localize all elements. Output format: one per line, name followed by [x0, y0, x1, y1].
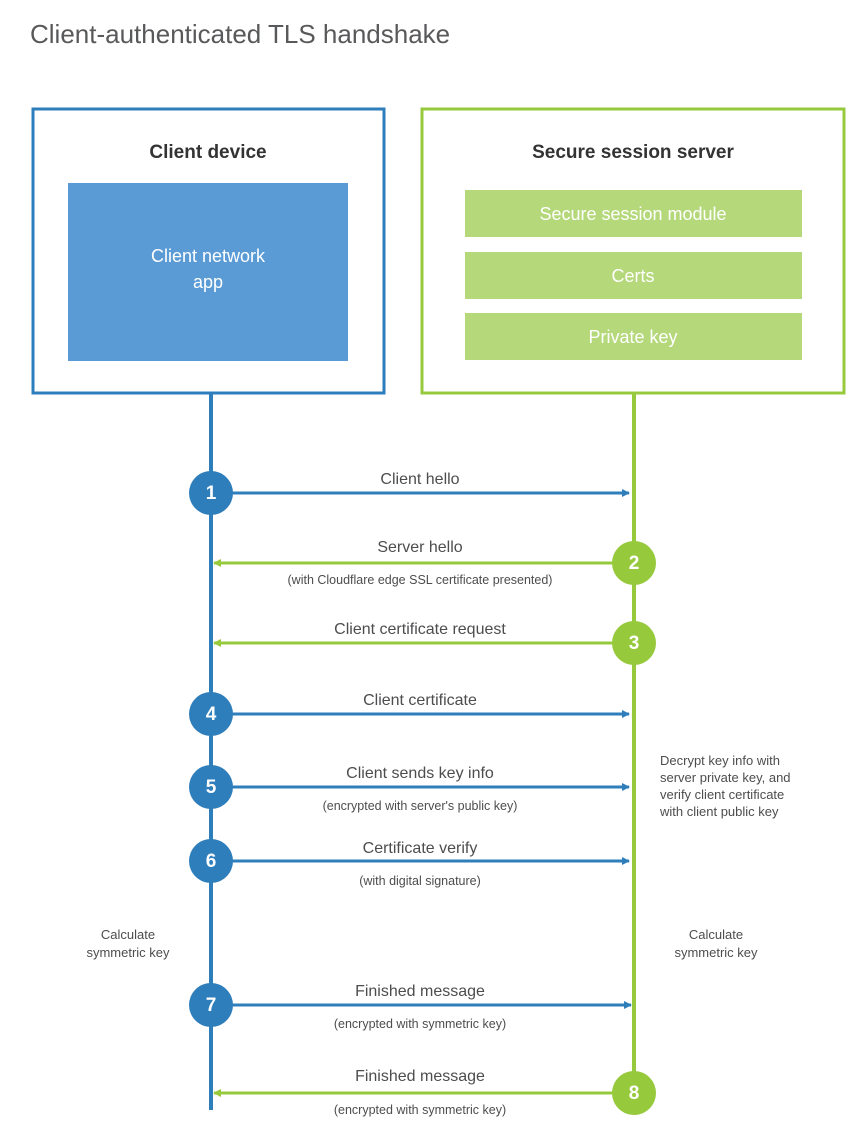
step-7-number: 7: [206, 995, 217, 1016]
step-2-label: Server hello: [377, 539, 462, 556]
client-network-app-rect: [68, 183, 348, 361]
step-3-label: Client certificate request: [334, 621, 506, 638]
client-calc-note-line-1: symmetric key: [86, 945, 170, 960]
step-3-marker: [612, 621, 656, 665]
step-4-group: Client certificate 4: [189, 692, 630, 736]
server-item-label-0: Secure session module: [539, 204, 726, 224]
step-5-group: Client sends key info (encrypted with se…: [189, 765, 630, 813]
step-8-marker: [612, 1071, 656, 1115]
step-5-sublabel: (encrypted with server's public key): [323, 799, 518, 813]
server-calculate-note: Calculate symmetric key: [674, 927, 758, 960]
client-calculate-note: Calculate symmetric key: [86, 927, 170, 960]
step-4-label: Client certificate: [363, 692, 477, 709]
step-5-marker: [189, 765, 233, 809]
server-calc-note-line-1: symmetric key: [674, 945, 758, 960]
server-decrypt-note-line-3: with client public key: [659, 804, 779, 819]
server-decrypt-note: Decrypt key info with server private key…: [659, 753, 791, 819]
step-7-label: Finished message: [355, 983, 485, 1000]
page-title: Client-authenticated TLS handshake: [30, 19, 450, 49]
step-6-label: Certificate verify: [363, 840, 478, 857]
step-2-number: 2: [629, 553, 640, 574]
step-8-label: Finished message: [355, 1068, 485, 1085]
step-6-sublabel: (with digital signature): [359, 874, 481, 888]
step-6-number: 6: [206, 851, 217, 872]
step-7-group: Finished message (encrypted with symmetr…: [189, 983, 632, 1031]
step-6-group: Certificate verify (with digital signatu…: [189, 839, 630, 888]
server-decrypt-note-line-0: Decrypt key info with: [660, 753, 780, 768]
step-5-label: Client sends key info: [346, 765, 494, 782]
step-7-marker: [189, 983, 233, 1027]
server-item-rect-1: [465, 252, 802, 299]
server-decrypt-note-line-1: server private key, and: [660, 770, 791, 785]
server-item-label-1: Certs: [611, 266, 654, 286]
client-app-label-line2: app: [193, 272, 223, 292]
server-item-label-2: Private key: [588, 327, 677, 347]
step-2-marker: [612, 541, 656, 585]
step-5-number: 5: [206, 777, 217, 798]
server-calc-note-line-0: Calculate: [689, 927, 743, 942]
step-7-sublabel: (encrypted with symmetric key): [334, 1017, 506, 1031]
step-1-label: Client hello: [380, 471, 459, 488]
step-1-marker: [189, 471, 233, 515]
step-8-group: Finished message (encrypted with symmetr…: [213, 1068, 656, 1117]
server-decrypt-note-line-2: verify client certificate: [660, 787, 784, 802]
secure-session-server-box: Secure session server Secure session mod…: [420, 107, 846, 395]
server-item-rect-2: [465, 313, 802, 360]
client-app-label-line1: Client network: [151, 246, 266, 266]
step-2-sublabel: (with Cloudflare edge SSL certificate pr…: [288, 573, 553, 587]
step-1-group: Client hello 1: [189, 471, 630, 515]
client-calc-note-line-0: Calculate: [101, 927, 155, 942]
step-2-group: Server hello (with Cloudflare edge SSL c…: [213, 539, 656, 587]
step-4-number: 4: [206, 704, 217, 725]
step-6-marker: [189, 839, 233, 883]
step-8-sublabel: (encrypted with symmetric key): [334, 1103, 506, 1117]
step-3-number: 3: [629, 633, 640, 654]
server-item-rect-0: [465, 190, 802, 237]
client-device-box: Client device Client network app: [31, 107, 386, 395]
step-1-number: 1: [206, 483, 217, 504]
step-4-marker: [189, 692, 233, 736]
client-box-title: Client device: [149, 142, 266, 163]
step-8-number: 8: [629, 1083, 640, 1104]
server-box-title: Secure session server: [532, 142, 734, 163]
step-3-group: Client certificate request 3: [213, 621, 656, 665]
